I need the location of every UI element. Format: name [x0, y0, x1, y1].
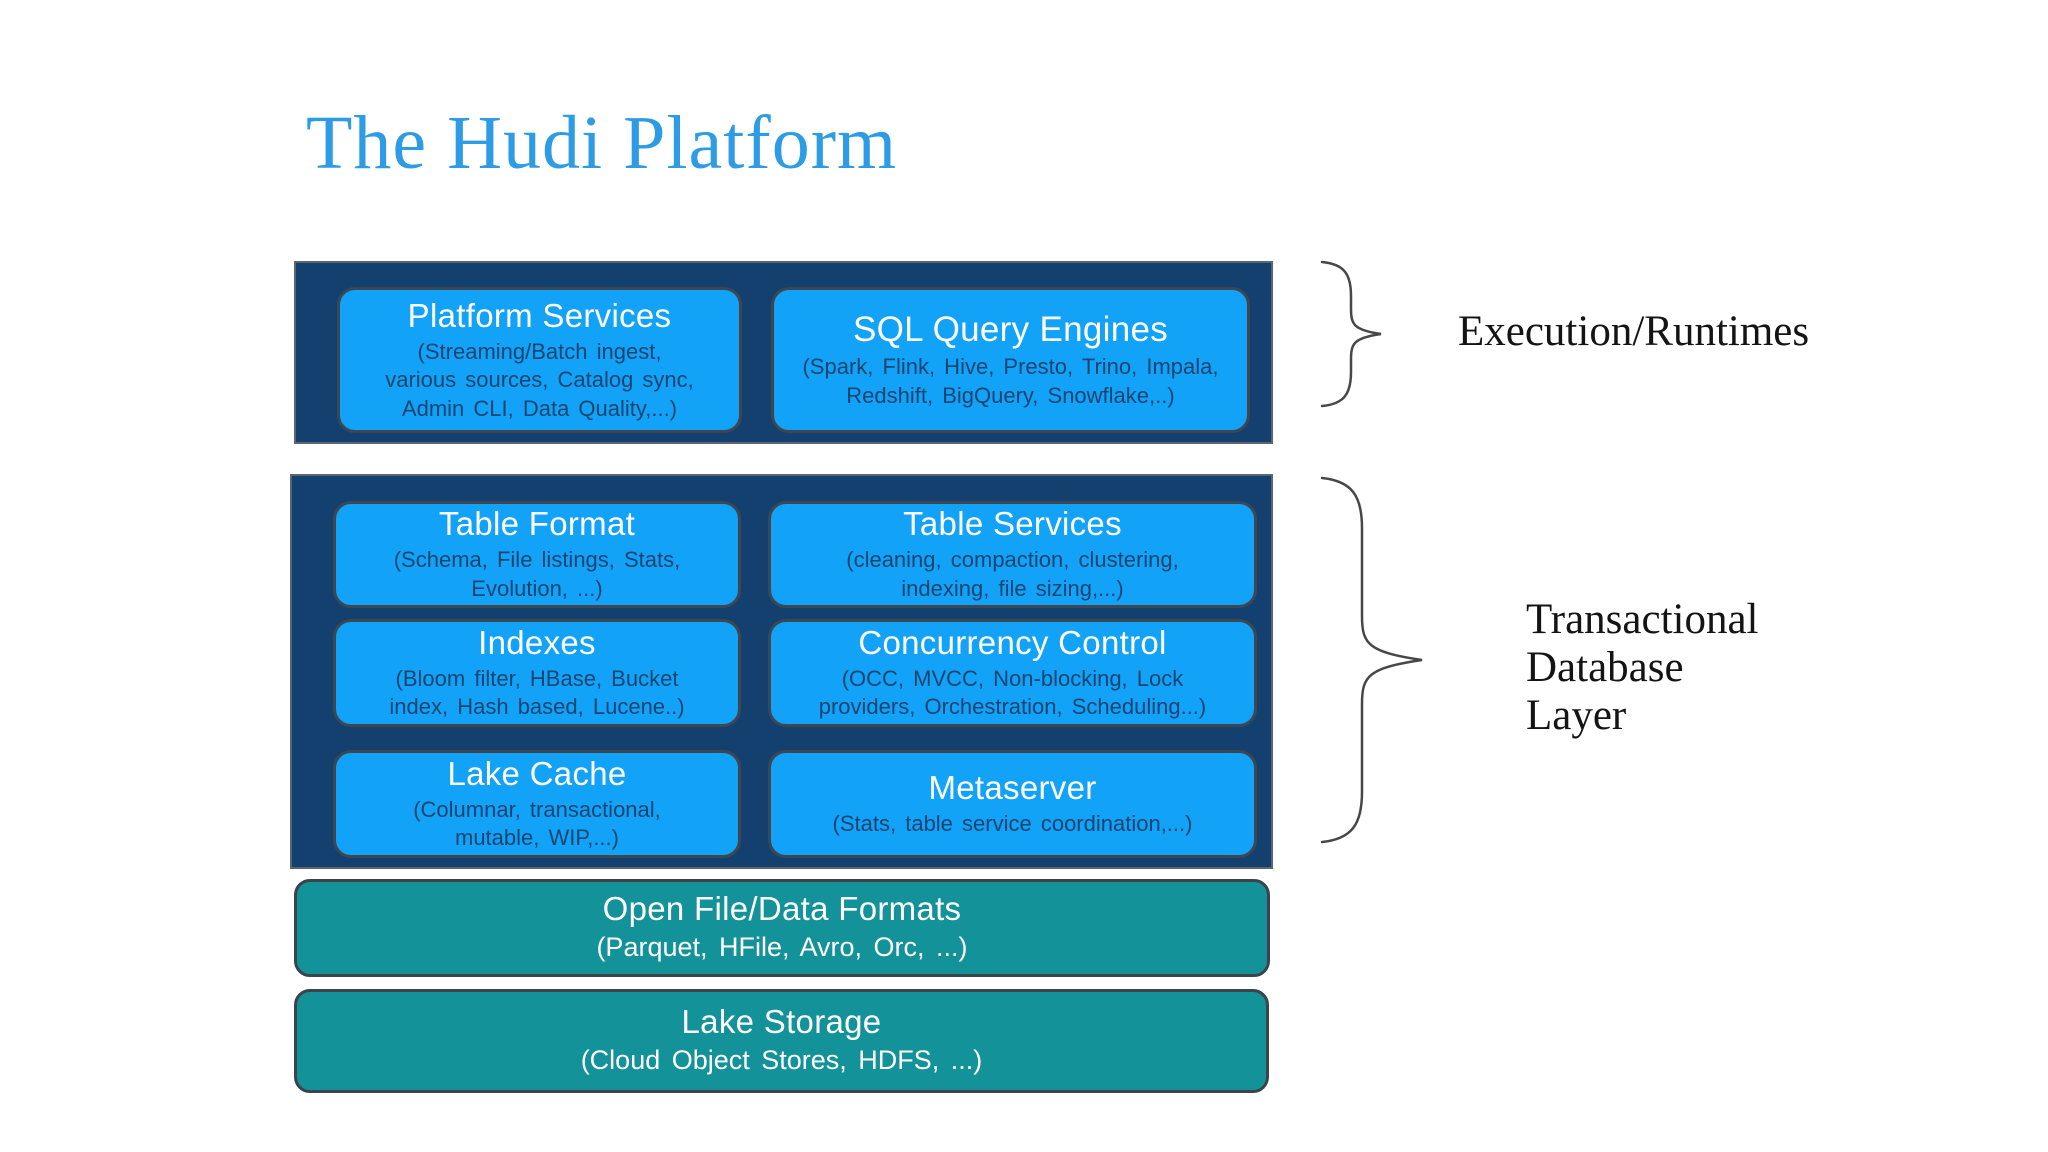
indexes-subtitle: (Bloom filter, HBase, Bucket index, Hash…	[389, 665, 685, 720]
indexes-title: Indexes	[478, 623, 596, 661]
metaserver-subtitle: (Stats, table service coordination,...)	[832, 811, 1193, 837]
table-format-box: Table Format (Schema, File listings, Sta…	[333, 501, 741, 608]
open-file-formats-box: Open File/Data Formats (Parquet, HFile, …	[294, 879, 1270, 977]
lake-storage-title: Lake Storage	[681, 1003, 882, 1041]
table-services-subtitle: (cleaning, compaction, clustering, index…	[846, 547, 1179, 601]
metaserver-box: Metaserver (Stats, table service coordin…	[768, 750, 1257, 858]
table-format-subtitle: (Schema, File listings, Stats, Evolution…	[393, 547, 681, 601]
table-services-box: Table Services (cleaning, compaction, cl…	[768, 501, 1257, 608]
platform-services-subtitle: (Streaming/Batch ingest, various sources…	[385, 338, 694, 421]
open-file-formats-subtitle: (Parquet, HFile, Avro, Orc, ...)	[596, 932, 968, 963]
sql-query-engines-title: SQL Query Engines	[852, 309, 1169, 349]
platform-services-title: Platform Services	[407, 296, 672, 334]
indexes-box: Indexes (Bloom filter, HBase, Bucket ind…	[333, 619, 741, 727]
execution-runtimes-label: Execution/Runtimes	[1458, 308, 1810, 355]
lake-cache-box: Lake Cache (Columnar, transactional, mut…	[333, 750, 741, 858]
table-format-title: Table Format	[438, 505, 636, 543]
platform-services-box: Platform Services (Streaming/Batch inges…	[337, 287, 742, 433]
concurrency-control-box: Concurrency Control (OCC, MVCC, Non-bloc…	[768, 619, 1257, 727]
page-title: The Hudi Platform	[306, 101, 898, 185]
lake-cache-subtitle: (Columnar, transactional, mutable, WIP,.…	[413, 796, 661, 851]
lake-storage-box: Lake Storage (Cloud Object Stores, HDFS,…	[294, 989, 1269, 1093]
open-file-formats-title: Open File/Data Formats	[602, 890, 962, 928]
table-services-title: Table Services	[903, 505, 1122, 543]
execution-runtimes-layer: Platform Services (Streaming/Batch inges…	[294, 261, 1273, 444]
transactional-database-label: Transactional Database Layer	[1526, 596, 1759, 739]
lake-cache-title: Lake Cache	[447, 754, 627, 792]
concurrency-control-title: Concurrency Control	[858, 623, 1167, 661]
sql-query-engines-box: SQL Query Engines (Spark, Flink, Hive, P…	[771, 287, 1250, 433]
metaserver-title: Metaserver	[928, 769, 1097, 807]
transactional-database-layer: Table Format (Schema, File listings, Sta…	[290, 474, 1273, 869]
sql-query-engines-subtitle: (Spark, Flink, Hive, Presto, Trino, Impa…	[802, 354, 1219, 408]
lake-storage-subtitle: (Cloud Object Stores, HDFS, ...)	[580, 1045, 983, 1076]
concurrency-control-subtitle: (OCC, MVCC, Non-blocking, Lock providers…	[818, 665, 1207, 720]
